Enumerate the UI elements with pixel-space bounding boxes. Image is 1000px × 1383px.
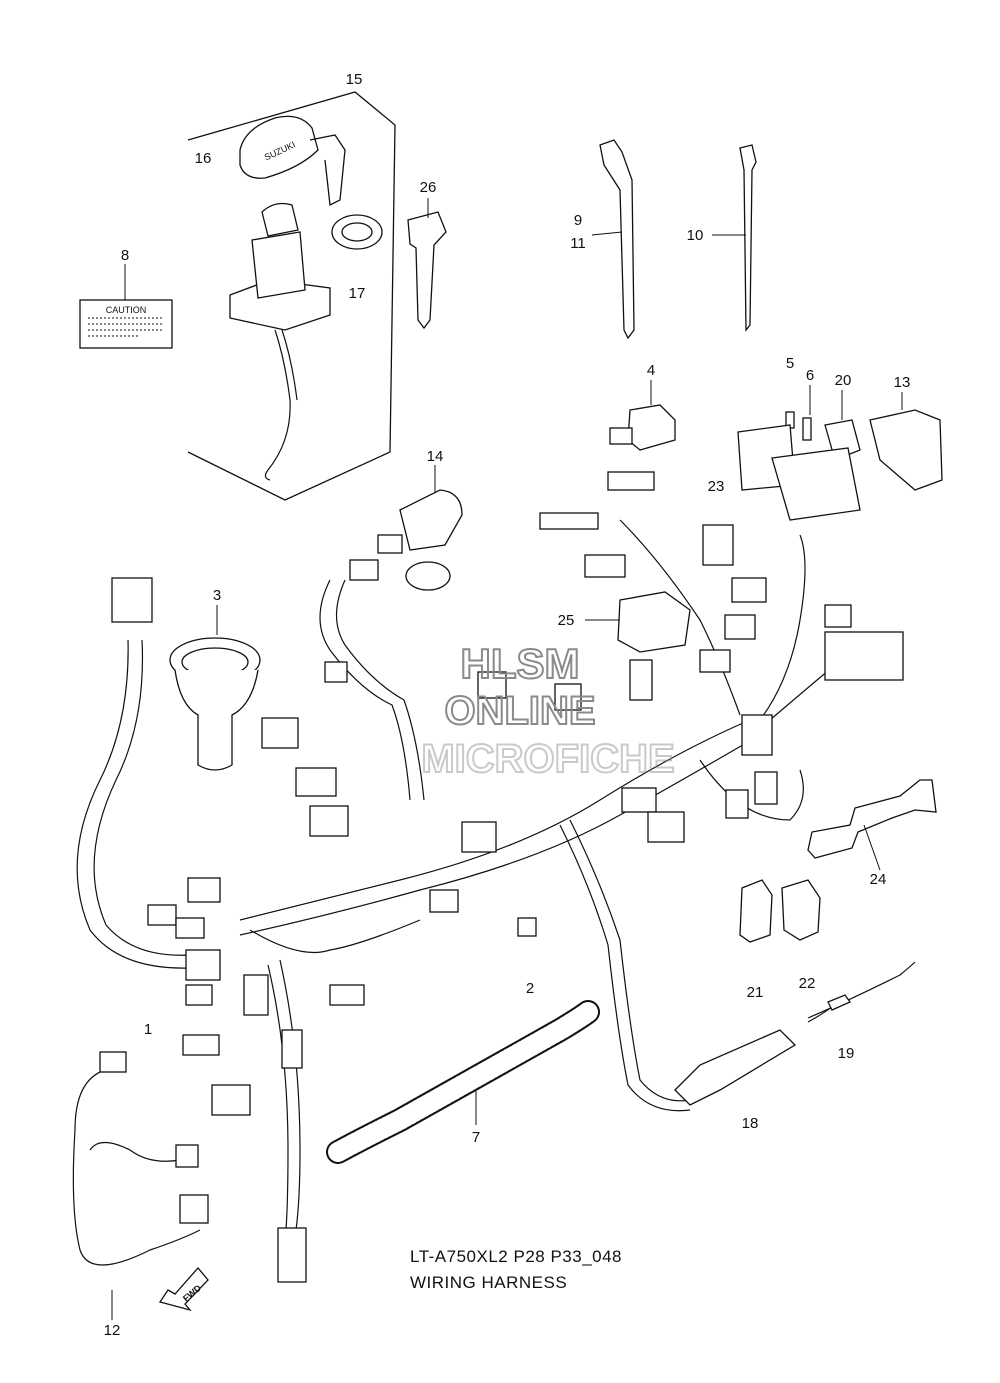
- sensor-part: [674, 961, 916, 1106]
- callout-14: 14: [427, 448, 444, 465]
- callout-19: 19: [838, 1045, 855, 1062]
- caution-label-part: CAUTION: [79, 264, 173, 349]
- callout-7: 7: [472, 1129, 480, 1146]
- fuse-box-relays: [609, 380, 943, 521]
- bracket-part: [807, 779, 937, 871]
- main-wiring-harness: [76, 471, 904, 1283]
- cable-tie-parts: [591, 139, 757, 340]
- ignition-switch-assembly: SUZUKI: [187, 91, 396, 501]
- sub-wiring-harness: FWD: [72, 1051, 209, 1320]
- watermark-line1: HLSM: [461, 640, 580, 687]
- callout-4: 4: [647, 362, 655, 379]
- watermark-line3: MICROFICHE: [421, 737, 674, 781]
- callout-24: 24: [870, 871, 887, 888]
- callout-9: 9: [574, 212, 582, 229]
- callout-3: 3: [213, 587, 221, 604]
- callout-5: 5: [786, 355, 794, 372]
- relay-part: [585, 591, 691, 653]
- callout-6: 6: [806, 367, 814, 384]
- callout-11: 11: [570, 235, 586, 252]
- callout-20: 20: [835, 372, 852, 389]
- callout-18: 18: [742, 1115, 759, 1132]
- protector-tube-part: [326, 1000, 600, 1164]
- callout-1: 1: [144, 1021, 152, 1038]
- callout-17: 17: [349, 285, 366, 302]
- watermark: HLSM ONLINE MICROFICHE: [420, 639, 675, 782]
- caption-title: WIRING HARNESS: [410, 1273, 567, 1292]
- diagram-caption: LT-A750XL2 P28 P33_048 WIRING HARNESS: [410, 1247, 622, 1292]
- socket-part: [169, 605, 261, 771]
- callout-26: 26: [420, 179, 437, 196]
- callout-25: 25: [558, 612, 575, 629]
- callout-2: 2: [526, 980, 534, 997]
- callout-15: 15: [346, 71, 363, 88]
- main-switch-part: [377, 465, 463, 591]
- callout-8: 8: [121, 247, 129, 264]
- part-callouts: 15 16 17 8 26 9 11 10 4 5 6 20 13 23 14 …: [104, 71, 911, 1339]
- callout-13: 13: [894, 374, 911, 391]
- callout-16: 16: [195, 150, 212, 167]
- callout-21: 21: [747, 984, 764, 1001]
- caption-code: LT-A750XL2 P28 P33_048: [410, 1247, 622, 1266]
- callout-10: 10: [687, 227, 704, 244]
- callout-23: 23: [708, 478, 725, 495]
- watermark-line2: ONLINE: [444, 689, 595, 733]
- key-blank-part: [407, 198, 447, 330]
- callout-12: 12: [104, 1322, 121, 1339]
- callout-22: 22: [799, 975, 816, 992]
- caution-label-text: CAUTION: [106, 305, 147, 315]
- small-connectors: [517, 879, 821, 943]
